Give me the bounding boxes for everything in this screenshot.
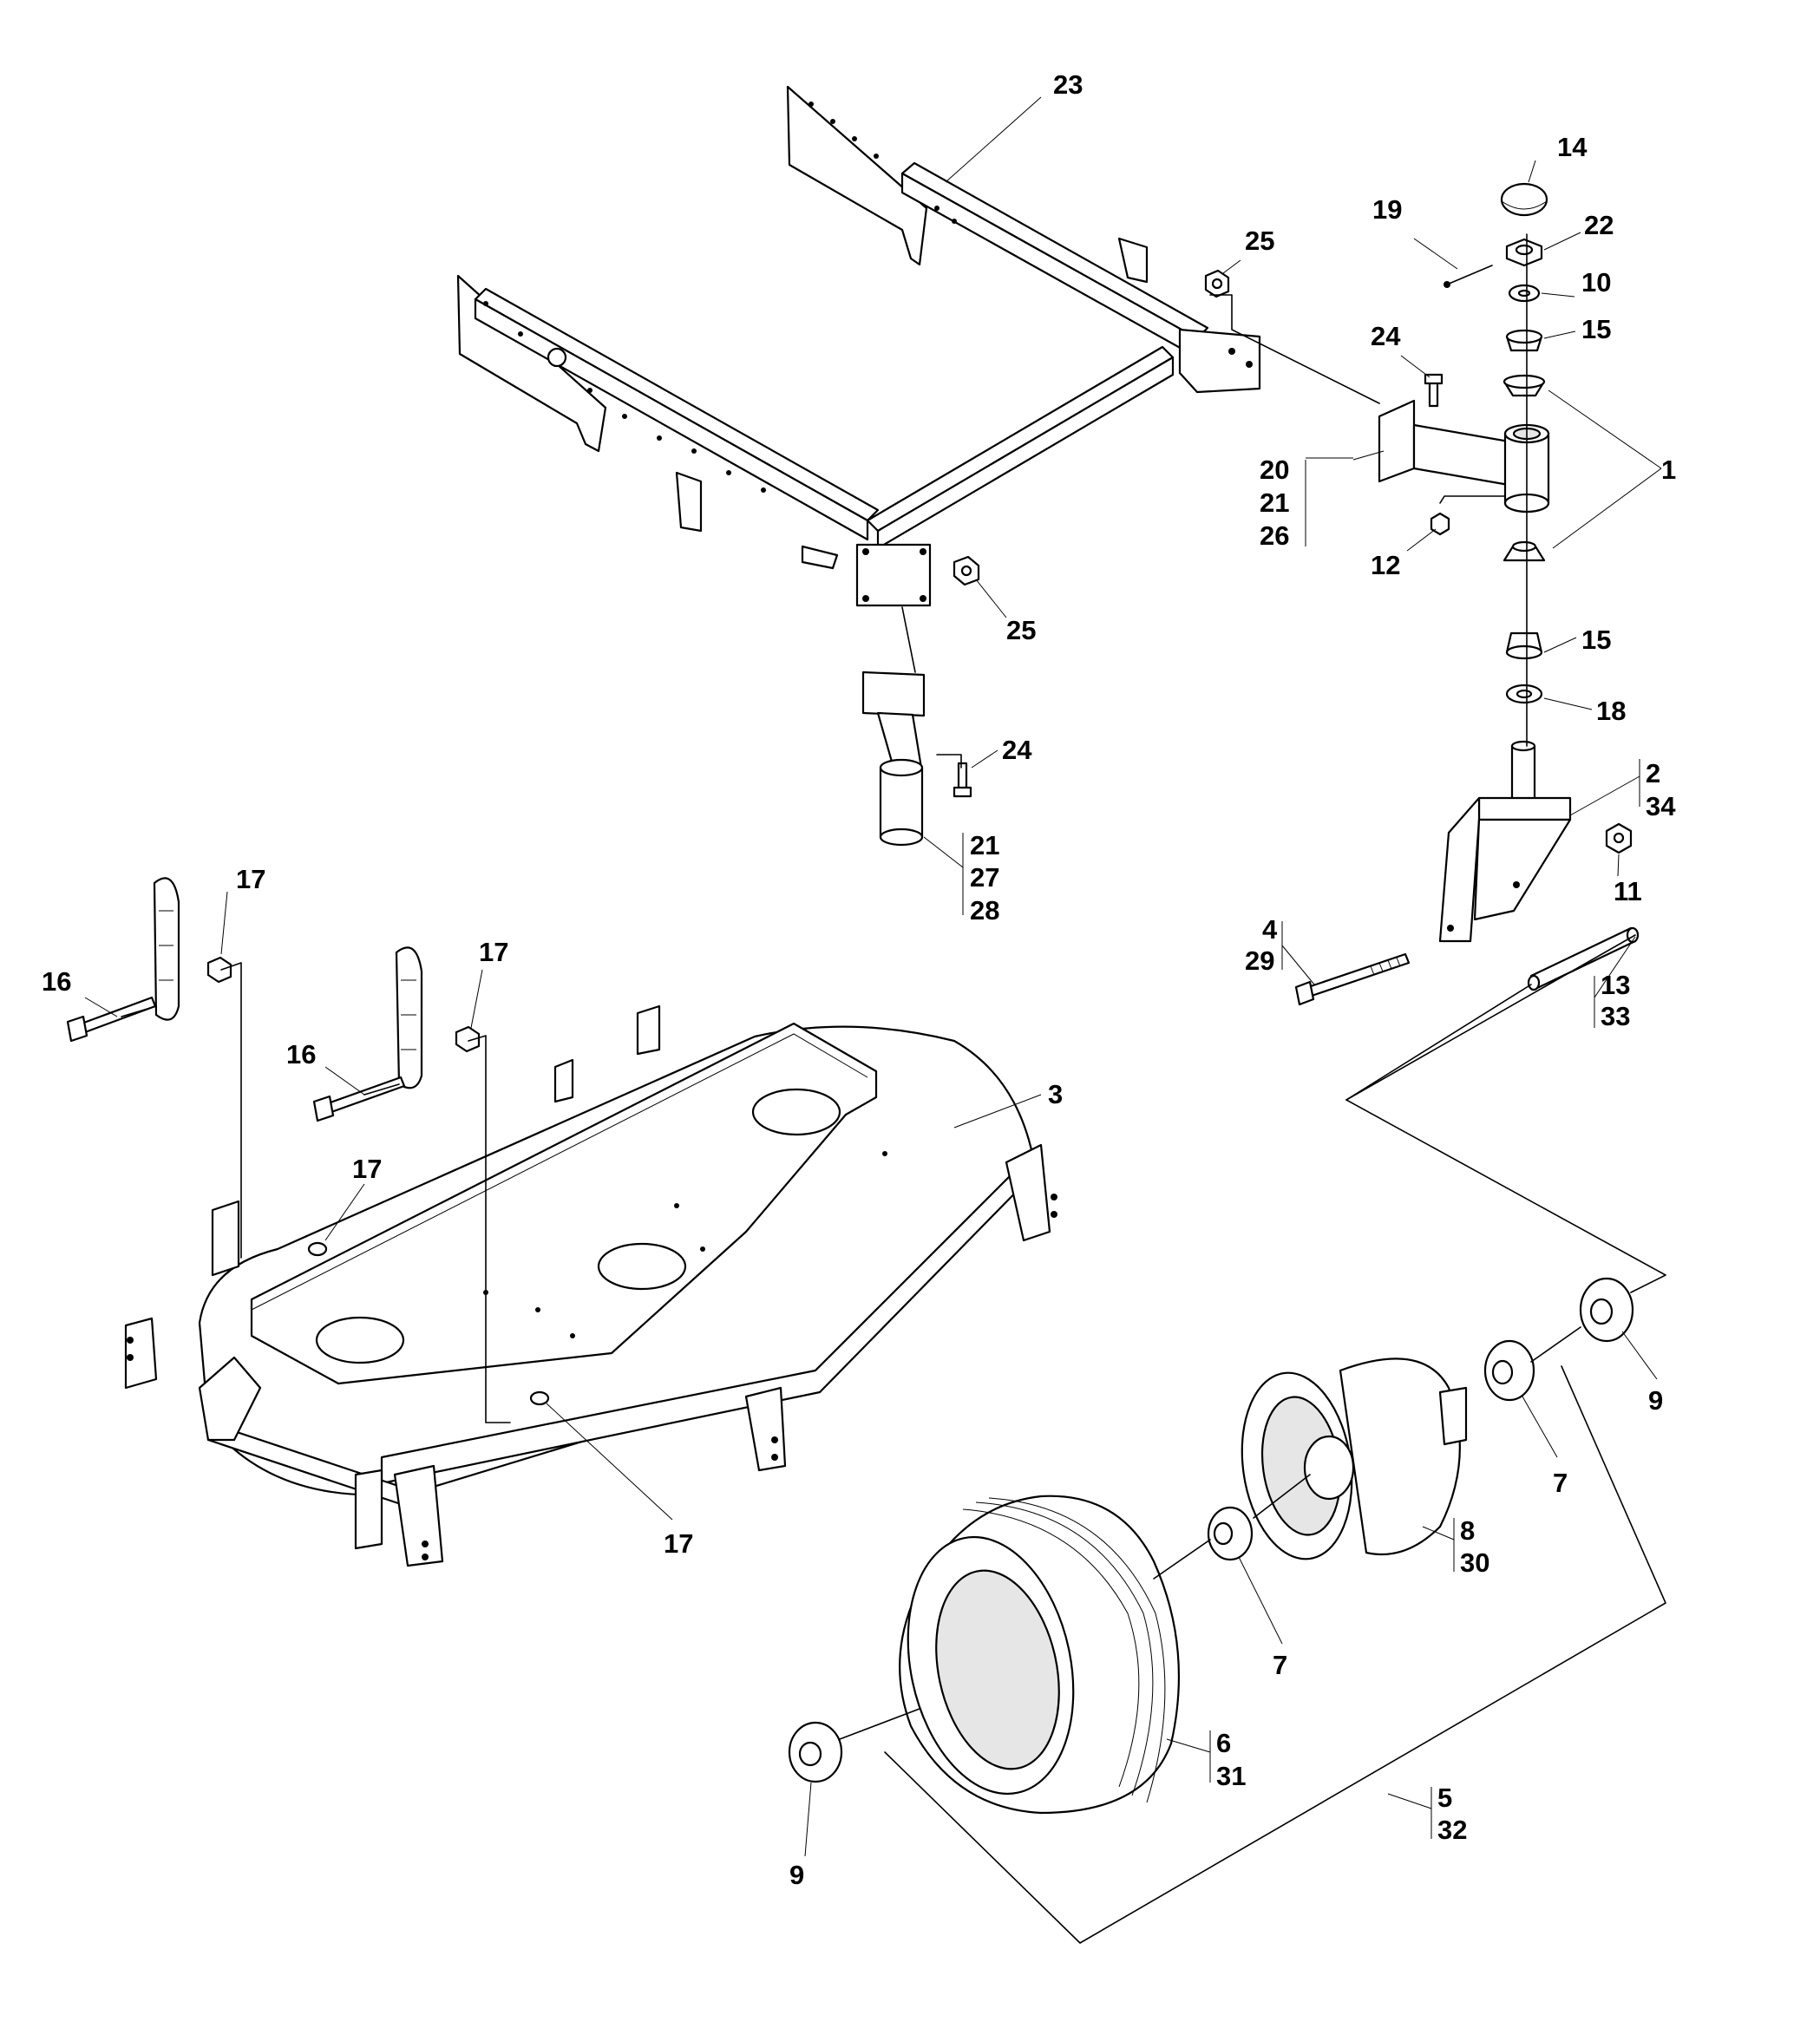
mower-deck xyxy=(124,1004,1057,1567)
bearing-cup-1-upper xyxy=(1502,374,1546,397)
callout-13: 13 xyxy=(1601,970,1630,1000)
callout-29: 29 xyxy=(1245,945,1274,976)
nut-17-left xyxy=(206,956,232,984)
tire-6 xyxy=(899,1495,1180,1815)
bolt-16-left xyxy=(66,996,157,1043)
bearing-15-lower xyxy=(1505,631,1543,660)
callout-2: 2 xyxy=(1646,758,1660,788)
callout-15: 15 xyxy=(1581,625,1611,655)
bolt-24-upper xyxy=(1424,373,1444,408)
seal-18 xyxy=(1505,684,1543,704)
callout-labels: 23 14 19 22 25 10 15 24 1 20 21 26 12 25… xyxy=(42,69,1676,1890)
callout-7: 7 xyxy=(1273,1650,1287,1680)
leader-lines xyxy=(121,233,1666,1944)
callout-9: 9 xyxy=(1648,1385,1663,1416)
callout-24: 24 xyxy=(1371,321,1401,351)
bearing-7-inner xyxy=(1207,1506,1254,1561)
callout-31: 31 xyxy=(1216,1761,1246,1791)
bearing-15-upper xyxy=(1505,329,1543,352)
callout-7: 7 xyxy=(1553,1468,1568,1498)
caster-fork xyxy=(1438,740,1572,943)
callout-33: 33 xyxy=(1601,1001,1630,1031)
callout-30: 30 xyxy=(1460,1547,1489,1578)
callout-23: 23 xyxy=(1053,69,1083,100)
dust-cap-14 xyxy=(1500,182,1548,217)
washer-10 xyxy=(1508,284,1541,303)
bolt-24-lower xyxy=(953,762,972,798)
lift-chain-right xyxy=(395,946,423,1089)
rim-8 xyxy=(1241,1357,1468,1560)
callout-17: 17 xyxy=(664,1528,693,1559)
nut-17-right xyxy=(455,1025,481,1053)
callout-27: 27 xyxy=(970,862,999,893)
callout-10: 10 xyxy=(1581,267,1611,298)
bolt-16-right xyxy=(312,1076,406,1122)
callout-leaders xyxy=(84,96,1662,1857)
spacer-9-outer xyxy=(1579,1277,1634,1343)
callout-15: 15 xyxy=(1581,314,1611,344)
callout-16: 16 xyxy=(286,1039,316,1070)
nut-12 xyxy=(1430,512,1450,536)
callout-17: 17 xyxy=(352,1154,382,1184)
callout-26: 26 xyxy=(1260,520,1289,551)
bearing-cup-1-lower xyxy=(1502,540,1546,562)
callout-5: 5 xyxy=(1437,1783,1452,1813)
callout-24: 24 xyxy=(1002,735,1032,765)
caster-arm-lower xyxy=(861,671,926,847)
callout-17: 17 xyxy=(479,937,508,967)
callout-21: 21 xyxy=(1260,487,1289,518)
nut-25-lower xyxy=(953,555,980,586)
nut-22 xyxy=(1505,238,1543,267)
callout-16: 16 xyxy=(42,966,71,997)
callout-25: 25 xyxy=(1245,226,1274,256)
cotter-pin-19 xyxy=(1444,265,1493,288)
callout-34: 34 xyxy=(1646,791,1676,821)
callout-22: 22 xyxy=(1584,210,1614,240)
callout-17: 17 xyxy=(236,864,265,894)
axle-bolt-4 xyxy=(1294,952,1411,1006)
callout-12: 12 xyxy=(1371,550,1400,580)
callout-8: 8 xyxy=(1460,1515,1475,1546)
callout-28: 28 xyxy=(970,895,999,926)
nut-25-upper xyxy=(1204,269,1230,298)
callout-14: 14 xyxy=(1557,132,1588,162)
callout-25: 25 xyxy=(1006,615,1036,645)
callout-21: 21 xyxy=(970,830,999,860)
callout-6: 6 xyxy=(1216,1728,1231,1758)
callout-18: 18 xyxy=(1596,696,1626,726)
caster-arm-upper xyxy=(1378,399,1550,514)
nut-11 xyxy=(1605,822,1633,854)
callout-19: 19 xyxy=(1372,194,1402,225)
callout-32: 32 xyxy=(1437,1815,1467,1845)
callout-4: 4 xyxy=(1262,914,1278,945)
callout-9: 9 xyxy=(789,1860,804,1890)
deck-lift-frame xyxy=(456,85,1261,607)
callout-1: 1 xyxy=(1661,455,1676,485)
spacer-9-inner xyxy=(788,1721,843,1783)
callout-3: 3 xyxy=(1048,1079,1063,1109)
lift-chain-left xyxy=(153,877,180,1021)
bearing-7-outer xyxy=(1483,1339,1535,1402)
callout-11: 11 xyxy=(1614,876,1642,906)
callout-20: 20 xyxy=(1260,455,1289,485)
